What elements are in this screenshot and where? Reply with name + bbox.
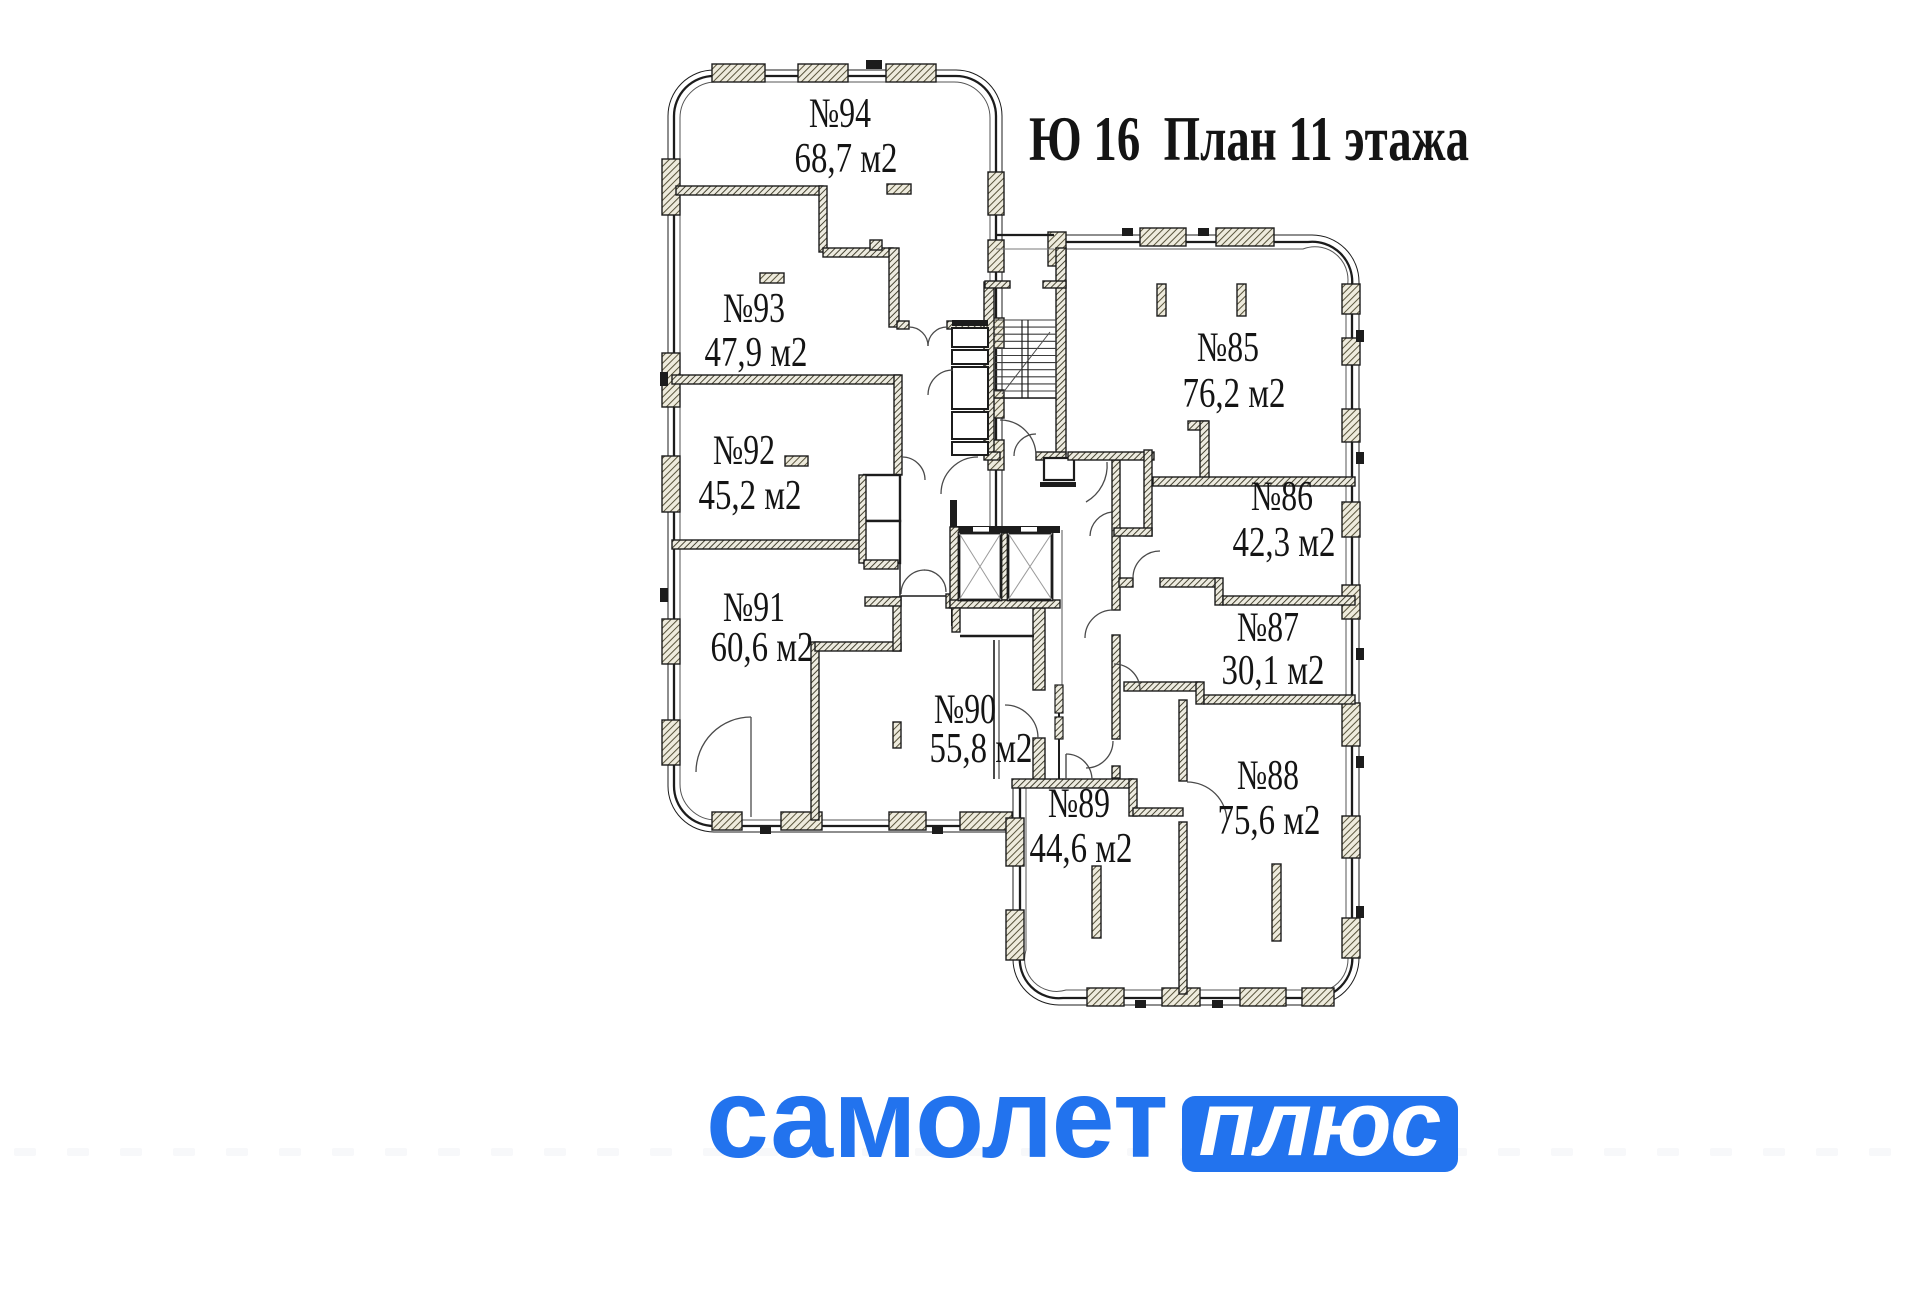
svg-text:45,2 м2: 45,2 м2 (699, 473, 802, 519)
svg-text:47,9 м2: 47,9 м2 (705, 330, 808, 376)
svg-text:плюс: плюс (1199, 1073, 1442, 1175)
svg-text:76,2 м2: 76,2 м2 (1183, 371, 1286, 417)
svg-text:42,3 м2: 42,3 м2 (1233, 520, 1336, 566)
svg-text:55,8 м2: 55,8 м2 (930, 726, 1033, 772)
svg-text:75,6 м2: 75,6 м2 (1218, 798, 1321, 844)
svg-text:№87: №87 (1237, 605, 1299, 651)
svg-text:№94: №94 (809, 91, 871, 137)
svg-text:№90: №90 (934, 687, 996, 733)
svg-text:№92: №92 (713, 428, 775, 474)
svg-text:68,7 м2: 68,7 м2 (795, 136, 898, 182)
svg-text:Ю 16 План 11 этажа: Ю 16 План 11 этажа (1029, 104, 1469, 174)
svg-text:44,6 м2: 44,6 м2 (1030, 826, 1133, 872)
svg-text:№93: №93 (723, 286, 785, 332)
svg-text:№88: №88 (1237, 753, 1299, 799)
svg-text:самолет: самолет (706, 1055, 1168, 1181)
svg-text:30,1 м2: 30,1 м2 (1222, 648, 1325, 694)
svg-text:60,6 м2: 60,6 м2 (711, 625, 814, 671)
svg-text:№85: №85 (1197, 325, 1259, 371)
svg-text:№91: №91 (723, 585, 785, 631)
svg-text:№86: №86 (1251, 474, 1313, 520)
svg-text:№89: №89 (1048, 781, 1110, 827)
